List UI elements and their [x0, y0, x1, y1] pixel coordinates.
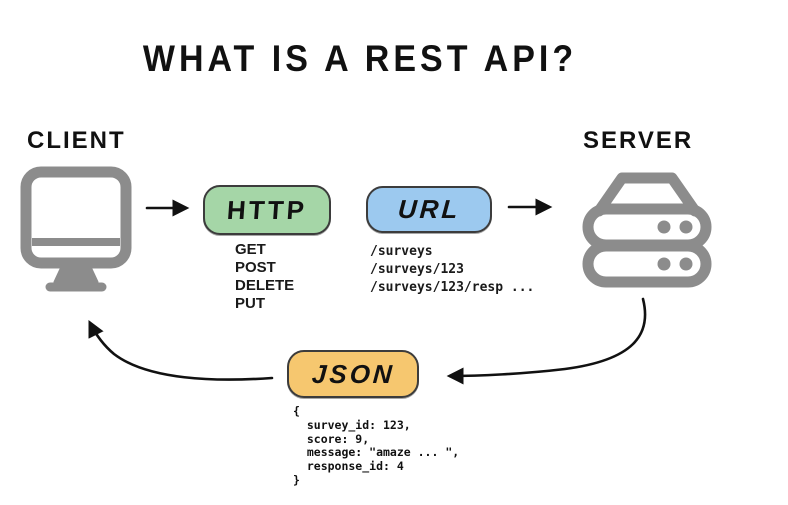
http-box: HTTP	[203, 185, 331, 235]
json-box: JSON	[287, 350, 419, 398]
url-path: /surveys/123	[370, 262, 464, 277]
http-method: PUT	[235, 295, 265, 312]
server-stack-icon-svg	[582, 172, 712, 288]
arrow-server-to-json	[446, 297, 647, 385]
json-response-code: { survey_id: 123, score: 9, message: "am…	[293, 404, 460, 487]
url-path: /surveys/123/resp ...	[370, 280, 535, 295]
monitor-icon-svg	[20, 166, 132, 292]
diagram-title: WHAT IS A REST API?	[142, 38, 578, 80]
server-label: SERVER	[583, 127, 694, 154]
arrow-json-to-client	[88, 319, 274, 381]
url-path: /surveys	[370, 244, 433, 259]
url-box: URL	[366, 186, 492, 233]
server-stack-icon	[577, 165, 717, 295]
http-methods-list: GET POST DELETE PUT	[235, 241, 294, 313]
json-box-label: JSON	[310, 358, 396, 389]
http-method: GET	[235, 241, 266, 258]
url-box-label: URL	[396, 194, 462, 224]
http-method: POST	[235, 259, 276, 276]
http-method: DELETE	[235, 277, 295, 294]
url-paths-list: /surveys /surveys/123 /surveys/123/resp …	[370, 243, 534, 297]
monitor-icon	[16, 165, 136, 295]
client-label: CLIENT	[27, 127, 126, 154]
http-box-label: HTTP	[226, 194, 309, 225]
